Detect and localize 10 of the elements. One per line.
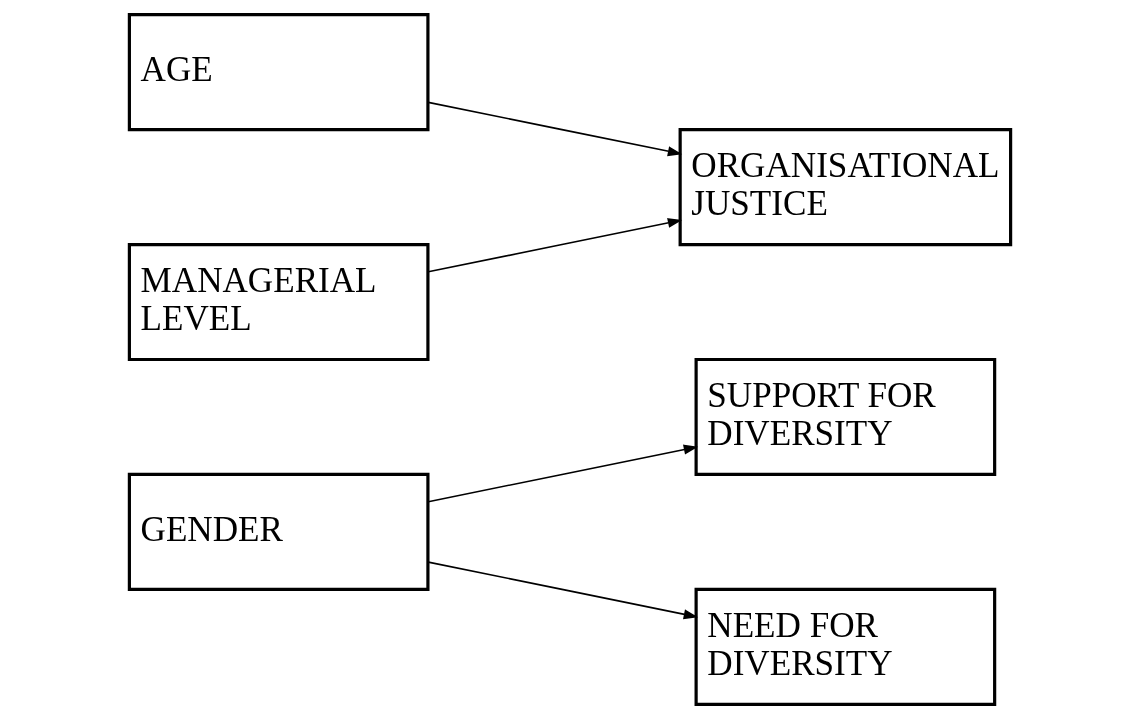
node-box: GENDER <box>127 472 429 591</box>
arrow <box>427 101 682 157</box>
arrow <box>427 444 698 503</box>
node-box: SUPPORT FOR DIVERSITY <box>694 357 996 477</box>
arrow <box>427 561 698 620</box>
node-box: MANAGERIAL LEVEL <box>127 242 429 362</box>
node-box: AGE <box>127 13 429 132</box>
node-box: ORGANISATIONAL JUSTICE <box>678 128 1012 247</box>
arrow <box>427 217 682 273</box>
node-box: NEED FOR DIVERSITY <box>694 587 996 706</box>
